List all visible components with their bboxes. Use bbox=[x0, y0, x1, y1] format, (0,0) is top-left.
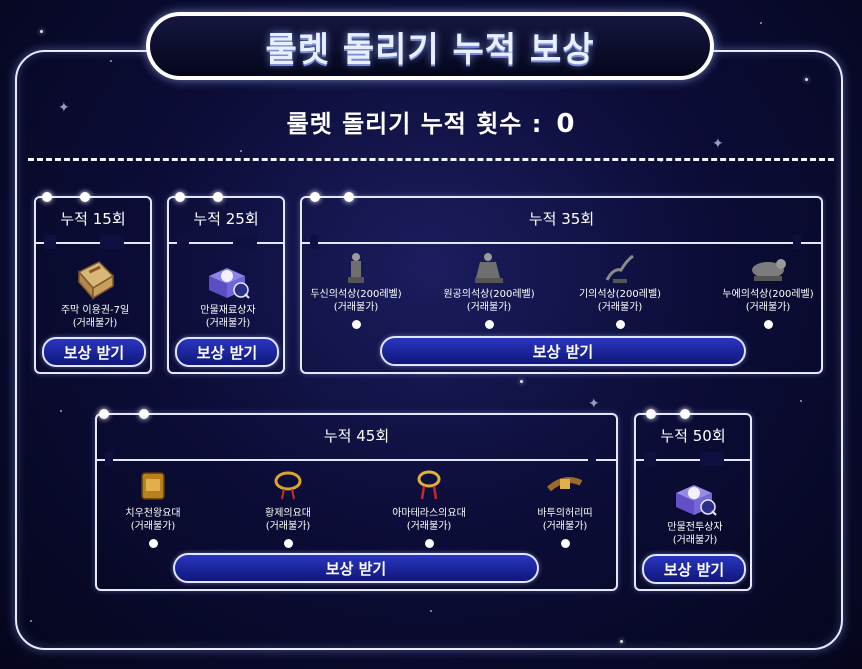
reward-item: 기의석상(200레벨) (거래불가) bbox=[568, 252, 672, 329]
item-name: 치우천왕요대 bbox=[125, 508, 181, 519]
tier-50-panel: 누적 50회 만물전투상자 (거래불가) 보상 받기 bbox=[634, 409, 752, 591]
item-name: 바투의허리띠 bbox=[537, 508, 593, 519]
item-note: (거래불가) bbox=[265, 521, 311, 532]
tier-25-claim-button[interactable]: 보상 받기 bbox=[175, 337, 279, 367]
tier-15-claim-button[interactable]: 보상 받기 bbox=[42, 337, 146, 367]
dashed-divider bbox=[28, 158, 834, 161]
item-select-radio[interactable] bbox=[560, 539, 570, 548]
tier-45-claim-button[interactable]: 보상 받기 bbox=[173, 553, 539, 583]
belt-icon bbox=[141, 472, 165, 500]
item-note: (거래불가) bbox=[597, 302, 643, 313]
item-note: (거래불가) bbox=[205, 318, 251, 329]
reward-item: 두신의석상(200레벨) (거래불가) bbox=[304, 252, 408, 329]
statue-icon bbox=[605, 254, 634, 283]
reward-item: 바투의허리띠 (거래불가) bbox=[513, 469, 617, 548]
statue-icon bbox=[475, 253, 503, 283]
item-note: (거래불가) bbox=[130, 521, 176, 532]
tier-25-label: 누적 25회 bbox=[193, 210, 259, 228]
reward-item: 아마테라스의요대 (거래불가) bbox=[377, 469, 481, 548]
tier-35-claim-button[interactable]: 보상 받기 bbox=[380, 336, 746, 366]
item-note: (거래불가) bbox=[333, 302, 379, 313]
tier-15-label: 누적 15회 bbox=[60, 210, 126, 228]
tier-50-claim-button[interactable]: 보상 받기 bbox=[642, 554, 746, 584]
tier-45-label: 누적 45회 bbox=[323, 427, 390, 445]
item-name: 주막 이용권-7일 bbox=[60, 305, 130, 316]
reward-item: 치우천왕요대 (거래불가) bbox=[101, 469, 205, 548]
statue-icon bbox=[348, 253, 364, 283]
roulette-counter: 룰렛 돌리기 누적 횟수 : 0 bbox=[0, 104, 862, 139]
belt-icon bbox=[547, 477, 583, 492]
tier-25-panel: 누적 25회 만물재료상자 (거래불가) 보상 받기 bbox=[167, 192, 285, 374]
item-select-radio[interactable] bbox=[283, 539, 293, 548]
item-select-radio[interactable] bbox=[351, 320, 361, 329]
item-name: 만물재료상자 bbox=[200, 305, 256, 316]
item-name: 만물전투상자 bbox=[667, 522, 723, 533]
title-banner: 룰렛 돌리기 누적 보상 bbox=[146, 12, 714, 80]
tier-15-panel: 누적 15회 주막 이용권-7일 (거래불가) 보상 받기 bbox=[34, 192, 152, 374]
counter-value: 0 bbox=[556, 109, 576, 139]
item-select-radio[interactable] bbox=[484, 320, 494, 329]
item-name: 아마테라스의요대 bbox=[392, 508, 466, 519]
belt-icon bbox=[417, 470, 441, 500]
combat-box-icon bbox=[676, 485, 717, 516]
item-note: (거래불가) bbox=[406, 521, 452, 532]
item-note: (거래불가) bbox=[72, 318, 118, 329]
belt-icon bbox=[274, 471, 302, 500]
reward-item: 원공의석상(200레벨) (거래불가) bbox=[437, 252, 541, 329]
item-name: 두신의석상(200레벨) bbox=[310, 289, 402, 300]
material-box-icon bbox=[209, 268, 250, 299]
item-name: 누에의석상(200레벨) bbox=[722, 289, 814, 300]
item-note: (거래불가) bbox=[542, 521, 588, 532]
reward-item: 누에의석상(200레벨) (거래불가) bbox=[716, 252, 820, 329]
inn-ticket-icon bbox=[77, 261, 115, 300]
statue-icon bbox=[752, 259, 786, 281]
tier-50-label: 누적 50회 bbox=[660, 427, 726, 445]
reward-item: 황제의요대 (거래불가) bbox=[236, 469, 340, 548]
item-name: 원공의석상(200레벨) bbox=[443, 289, 535, 300]
tier-45-panel: 누적 45회 치우천왕요대 (거래불가) 황제의요대 (거래불가) 아마테라스의… bbox=[95, 409, 618, 591]
item-note: (거래불가) bbox=[466, 302, 512, 313]
item-select-radio[interactable] bbox=[424, 539, 434, 548]
reward-item: 만물전투상자 (거래불가) bbox=[640, 479, 750, 547]
item-select-radio[interactable] bbox=[615, 320, 625, 329]
item-name: 황제의요대 bbox=[265, 508, 311, 519]
page-title: 룰렛 돌리기 누적 보상 bbox=[265, 29, 595, 70]
item-note: (거래불가) bbox=[672, 535, 718, 546]
reward-item: 만물재료상자 (거래불가) bbox=[173, 262, 283, 330]
counter-label: 룰렛 돌리기 누적 횟수 : bbox=[286, 110, 543, 138]
item-name: 기의석상(200레벨) bbox=[578, 289, 662, 300]
item-select-radio[interactable] bbox=[763, 320, 773, 329]
tier-35-panel: 누적 35회 두신의석상(200레벨) (거래불가) 원공의석상(200레벨) … bbox=[300, 192, 823, 374]
item-note: (거래불가) bbox=[745, 302, 791, 313]
item-select-radio[interactable] bbox=[148, 539, 158, 548]
tier-35-label: 누적 35회 bbox=[528, 210, 595, 228]
reward-item: 주막 이용권-7일 (거래불가) bbox=[40, 258, 150, 330]
